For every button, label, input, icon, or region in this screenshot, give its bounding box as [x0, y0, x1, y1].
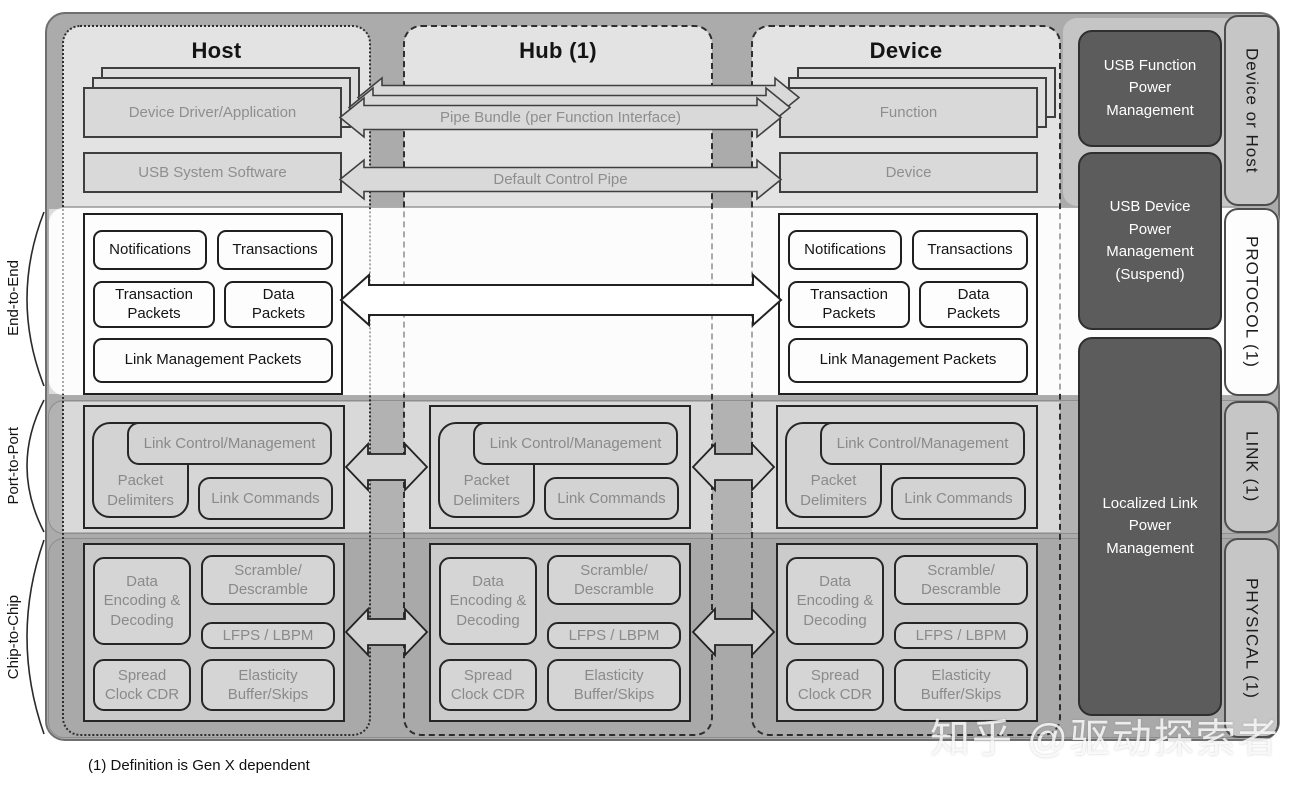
chip-to-chip-label-wrap: Chip-to-Chip — [0, 538, 26, 736]
host-spread-clock-box: Spread Clock CDR — [93, 659, 191, 711]
default-control-pipe-label: Default Control Pipe — [493, 171, 628, 188]
host-transaction-packets-box: Transaction Packets — [93, 281, 215, 328]
physical-label: PHYSICAL (1) — [1242, 577, 1262, 699]
device-data-packets-box: Data Packets — [919, 281, 1028, 328]
device-link-commands-box: Link Commands — [891, 477, 1026, 520]
host-lfps-box: LFPS / LBPM — [201, 622, 335, 649]
physical-arrow-host-hub — [344, 606, 429, 658]
host-column-title: Host — [191, 38, 242, 63]
link-arrow-host-hub — [344, 441, 429, 493]
end-to-end-label: End-to-End — [4, 260, 22, 336]
host-app-box: Device Driver/Application — [83, 87, 342, 138]
port-to-port-label-wrap: Port-to-Port — [0, 398, 26, 534]
port-to-port-bracket — [26, 399, 45, 533]
device-function-box: Function — [779, 87, 1038, 138]
device-transaction-packets-box: Transaction Packets — [788, 281, 910, 328]
host-system-software-box: USB System Software — [83, 152, 342, 193]
chip-to-chip-bracket — [26, 539, 45, 735]
host-link-management-packets-box: Link Management Packets — [93, 338, 333, 383]
device-elasticity-box: Elasticity Buffer/Skips — [894, 659, 1028, 711]
hub-lfps-box: LFPS / LBPM — [547, 622, 681, 649]
hub-data-encoding-box: Data Encoding & Decoding — [439, 557, 537, 645]
link-label: LINK (1) — [1242, 431, 1262, 503]
footnote: (1) Definition is Gen X dependent — [88, 757, 310, 774]
link-arrow-hub-device — [691, 441, 776, 493]
device-lfps-box: LFPS / LBPM — [894, 622, 1028, 649]
port-to-port-label: Port-to-Port — [4, 427, 22, 505]
watermark: 知乎 @驱动探索者 — [930, 717, 1280, 761]
device-scramble-box: Scramble/ Descramble — [894, 555, 1028, 605]
host-transactions-box: Transactions — [217, 230, 333, 270]
usb-function-power-management-box: USB Function Power Management — [1078, 30, 1222, 147]
end-to-end-bracket — [26, 211, 45, 387]
hub-elasticity-box: Elasticity Buffer/Skips — [547, 659, 681, 711]
protocol-label: PROTOCOL (1) — [1242, 236, 1262, 368]
chip-to-chip-label: Chip-to-Chip — [4, 594, 22, 680]
host-notifications-box: Notifications — [93, 230, 207, 270]
hub-spread-clock-box: Spread Clock CDR — [439, 659, 537, 711]
end-to-end-label-wrap: End-to-End — [0, 212, 26, 384]
host-link-control-box: Link Control/Management — [127, 422, 332, 465]
hub-scramble-box: Scramble/ Descramble — [547, 555, 681, 605]
device-or-host-label: Device or Host — [1242, 47, 1262, 174]
device-transactions-box: Transactions — [912, 230, 1028, 270]
device-notifications-box: Notifications — [788, 230, 902, 270]
protocol-arrow — [339, 272, 783, 328]
tab-physical: PHYSICAL (1) — [1224, 538, 1279, 738]
hub-column-title: Hub (1) — [519, 38, 597, 63]
tab-device-or-host: Device or Host — [1224, 15, 1279, 206]
device-column-title: Device — [869, 38, 943, 63]
host-data-encoding-box: Data Encoding & Decoding — [93, 557, 191, 645]
tab-link: LINK (1) — [1224, 401, 1279, 533]
default-control-pipe-arrow — [338, 158, 783, 201]
host-link-commands-box: Link Commands — [198, 477, 333, 520]
hub-link-commands-box: Link Commands — [544, 477, 679, 520]
localized-link-power-management-box: Localized Link Power Management — [1078, 337, 1222, 716]
host-scramble-box: Scramble/ Descramble — [201, 555, 335, 605]
pipe-bundle-label: Pipe Bundle (per Function Interface) — [440, 109, 681, 126]
device-device-box: Device — [779, 152, 1038, 193]
pipe-bundle-arrow — [338, 96, 783, 139]
device-spread-clock-box: Spread Clock CDR — [786, 659, 884, 711]
usb-device-power-management-box: USB Device Power Management (Suspend) — [1078, 152, 1222, 330]
physical-arrow-hub-device — [691, 606, 776, 658]
tab-protocol: PROTOCOL (1) — [1224, 208, 1279, 396]
device-data-encoding-box: Data Encoding & Decoding — [786, 557, 884, 645]
device-link-control-box: Link Control/Management — [820, 422, 1025, 465]
device-link-management-packets-box: Link Management Packets — [788, 338, 1028, 383]
host-elasticity-box: Elasticity Buffer/Skips — [201, 659, 335, 711]
host-data-packets-box: Data Packets — [224, 281, 333, 328]
hub-link-control-box: Link Control/Management — [473, 422, 678, 465]
